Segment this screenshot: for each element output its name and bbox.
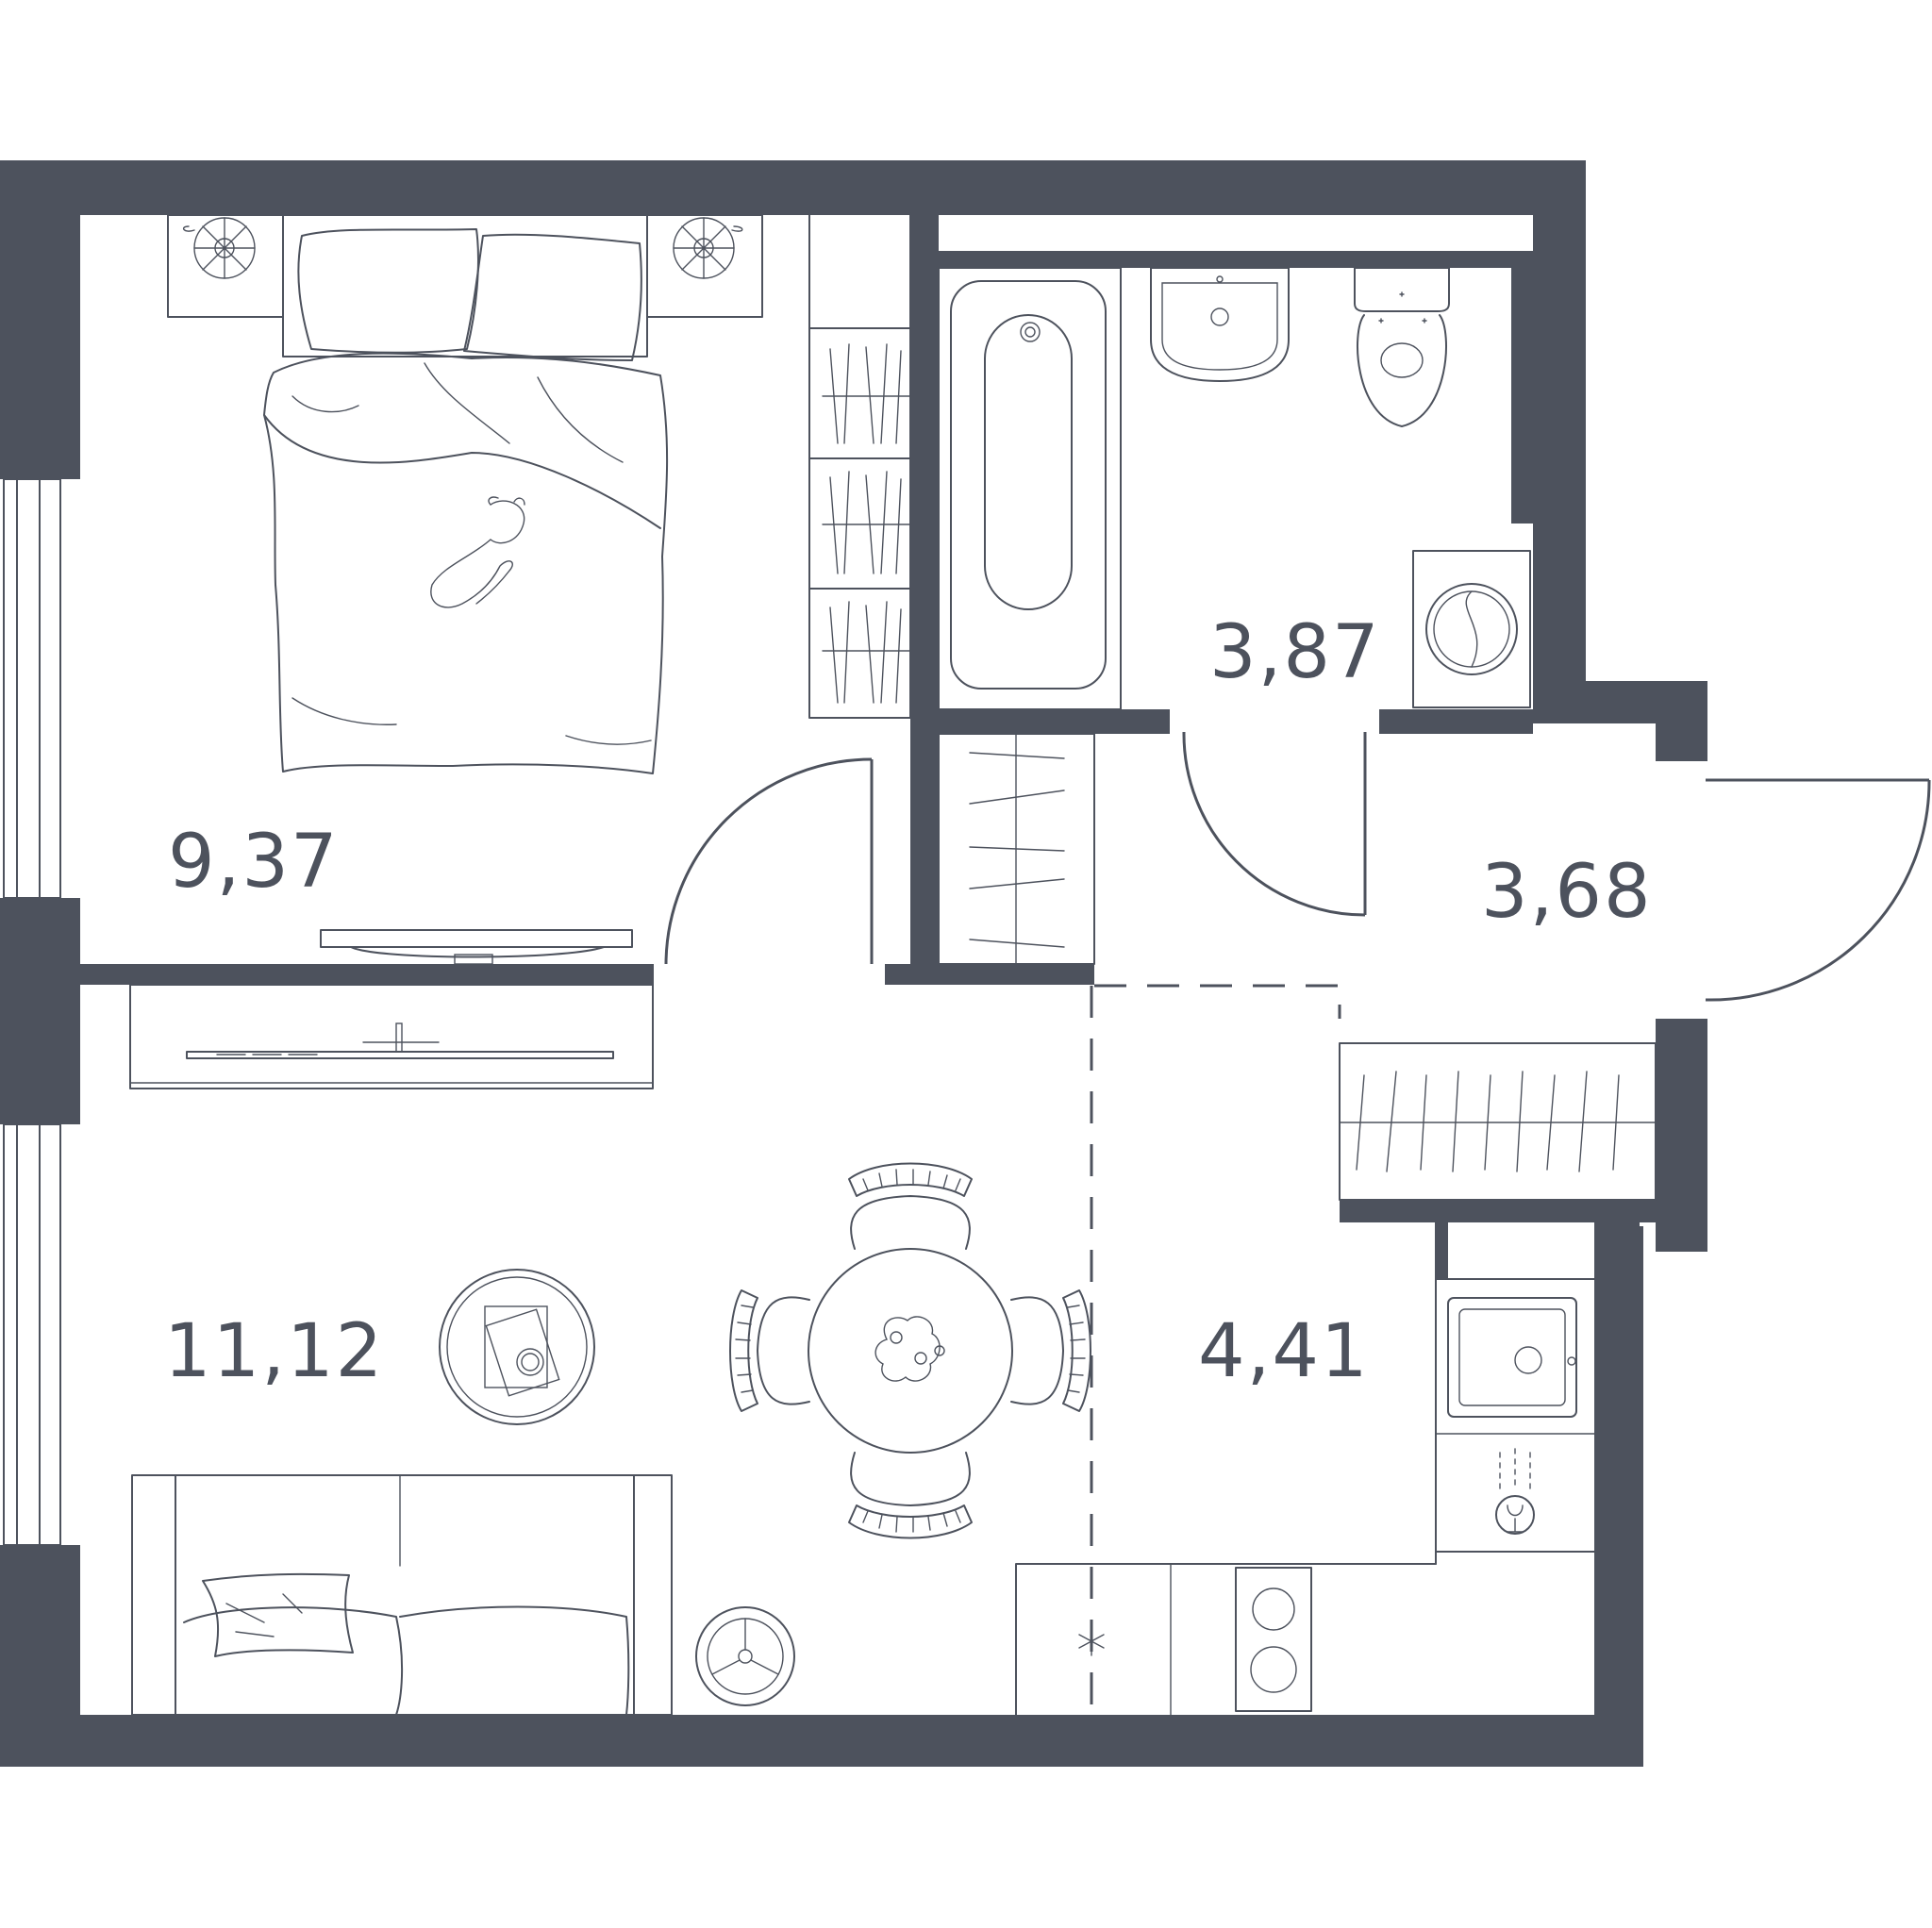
sofa: [131, 1474, 673, 1716]
coffee-table: [439, 1269, 595, 1425]
double-bed: [263, 214, 669, 774]
window-bedroom: [3, 478, 61, 899]
area-label-kitchen: 4,41: [1198, 1309, 1370, 1394]
zone-divider: [1090, 984, 1341, 1715]
nightstand-left: [167, 214, 284, 318]
washbasin: [1150, 267, 1290, 382]
washing-machine: [1412, 550, 1531, 708]
area-label-bathroom: 3,87: [1209, 610, 1381, 695]
door-entrance: [1705, 778, 1931, 1002]
window-living-room: [3, 1123, 61, 1546]
tv-bedroom: [320, 929, 633, 965]
area-label-bedroom: 9,37: [168, 820, 340, 905]
toilet: [1354, 267, 1450, 427]
walls: [0, 160, 1707, 1767]
tv-stand: [129, 984, 654, 1089]
door-bathroom: [1182, 731, 1367, 917]
door-bedroom: [664, 757, 874, 965]
kitchen-counter: [1015, 1278, 1595, 1716]
bathtub: [938, 267, 1122, 710]
dining-table: [729, 1162, 1091, 1539]
area-label-living-room: 11,12: [164, 1309, 384, 1394]
floor-fan: [695, 1606, 795, 1706]
area-label-hallway: 3,68: [1481, 850, 1653, 935]
wardrobe-entry: [1339, 1042, 1657, 1201]
wardrobe-bedroom: [808, 212, 911, 719]
nightstand-right: [646, 214, 763, 318]
closet-hallway: [938, 733, 1095, 965]
